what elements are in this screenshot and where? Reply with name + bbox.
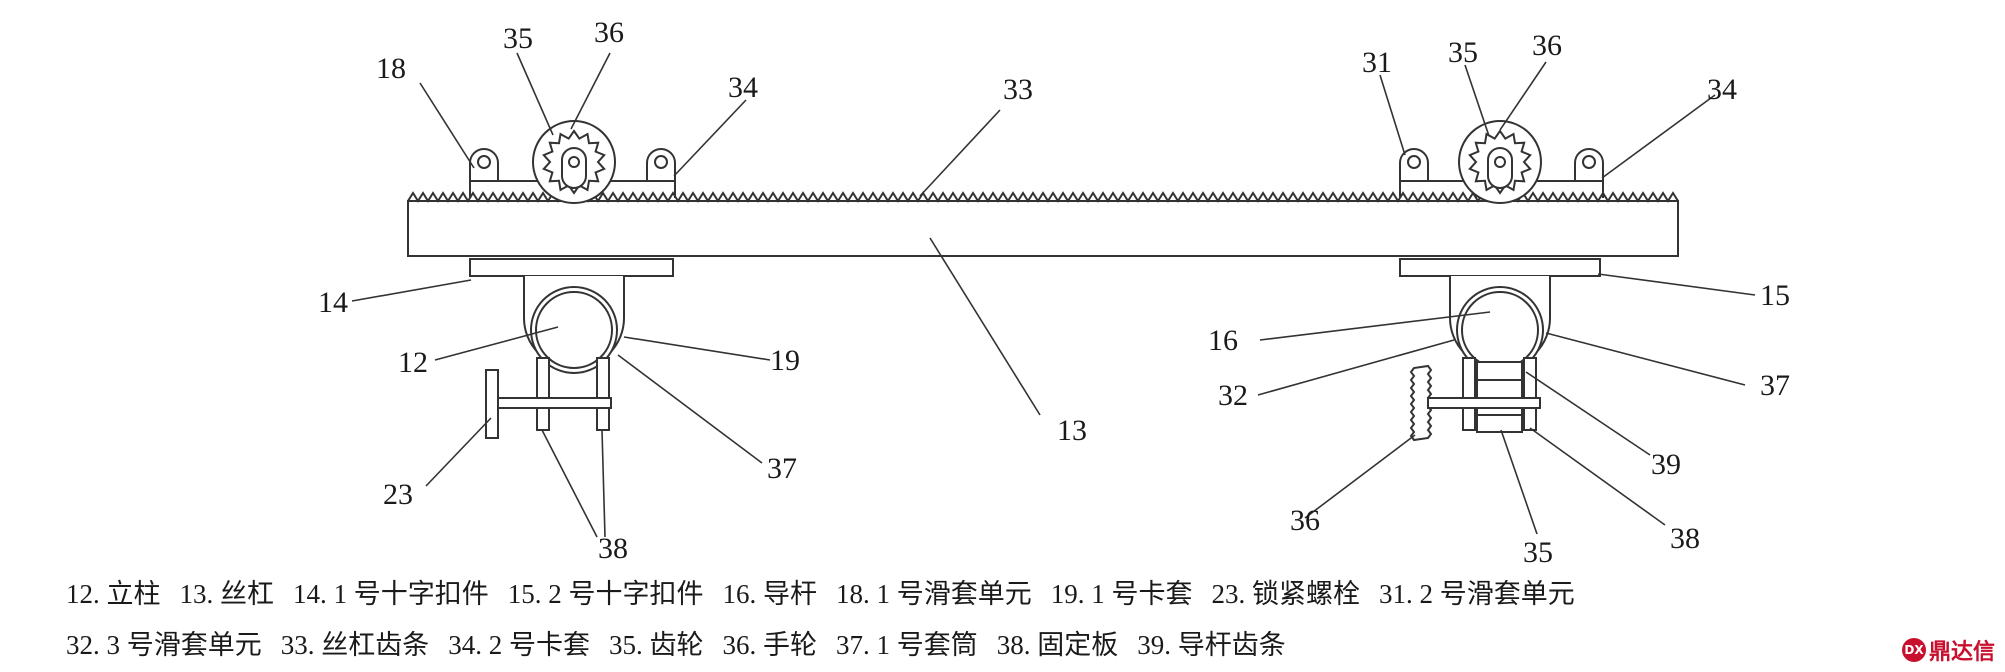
- callout-31: 31: [1362, 46, 1392, 79]
- callout-12: 12: [398, 346, 428, 379]
- callout-34: 34: [1707, 73, 1737, 106]
- callout-35: 35: [503, 22, 533, 55]
- fixing-plate: [596, 357, 610, 431]
- legend-item: 13. 丝杠: [179, 579, 275, 609]
- cross-fastener-1: [469, 258, 674, 277]
- left-slider-unit: [469, 120, 676, 439]
- locking-bolt-handle: [485, 369, 499, 439]
- watermark-logo: DX: [1901, 638, 1926, 662]
- legend-row-2: 32. 3 号滑套单元 33. 丝杠齿条 34. 2 号卡套 35. 齿轮 36. 手轮…: [66, 623, 1305, 662]
- legend-item: 36. 手轮: [722, 630, 818, 660]
- callout-35: 35: [1448, 36, 1478, 69]
- legend-item: 14. 1 号十字扣件: [293, 579, 489, 609]
- callout-34: 34: [728, 71, 758, 104]
- legend-item: 38. 固定板: [996, 630, 1119, 660]
- callout-numbers: 18 35 36 34 33 31 35 36 34 15 14 16 12 1…: [318, 16, 1790, 569]
- legend-item: 19. 1 号卡套: [1050, 579, 1193, 609]
- callout-23: 23: [383, 478, 413, 511]
- legend-item: 12. 立柱: [66, 579, 161, 609]
- lead-screw-beam: [407, 191, 1679, 257]
- legend-item: 31. 2 号滑套单元: [1379, 579, 1575, 609]
- right-slider-unit: [1399, 120, 1604, 442]
- legend-item: 37. 1 号套筒: [836, 630, 978, 660]
- legend-item: 15. 2 号十字扣件: [507, 579, 704, 609]
- fixing-plate: [536, 357, 550, 431]
- callout-36: 36: [1532, 29, 1562, 62]
- legend-row-1: 12. 立柱 13. 丝杠 14. 1 号十字扣件 15. 2 号十字扣件 16. 导杆…: [66, 572, 1594, 611]
- fixing-plate: [1462, 357, 1476, 431]
- callout-13: 13: [1057, 414, 1087, 447]
- watermark-text: 鼎达信: [1928, 640, 1995, 665]
- callout-35: 35: [1523, 536, 1553, 569]
- callout-14: 14: [318, 286, 348, 319]
- leader-lines: [351, 52, 1756, 538]
- callout-36: 36: [1290, 504, 1320, 537]
- callout-37: 37: [1760, 369, 1790, 402]
- legend-item: 35. 齿轮: [609, 630, 704, 660]
- callout-38: 38: [1670, 522, 1700, 555]
- callout-19: 19: [770, 344, 800, 377]
- callout-15: 15: [1760, 279, 1790, 312]
- legend-item: 23. 锁紧螺栓: [1211, 579, 1361, 609]
- callout-33: 33: [1003, 73, 1033, 106]
- callout-36: 36: [594, 16, 624, 49]
- callout-18: 18: [376, 52, 406, 85]
- cross-fastener-2: [1399, 258, 1601, 277]
- fixing-plate: [1523, 357, 1537, 431]
- legend-item: 33. 丝杠齿条: [280, 630, 430, 660]
- legend-item: 39. 导杆齿条: [1137, 630, 1286, 660]
- legend-item: 32. 3 号滑套单元: [66, 630, 262, 660]
- legend-item: 16. 导杆: [722, 579, 818, 609]
- callout-16: 16: [1208, 324, 1238, 357]
- legend-item: 18. 1 号滑套单元: [836, 579, 1032, 609]
- watermark: DX 鼎达信: [1901, 634, 1995, 666]
- lead-screw-rack: [407, 191, 1679, 203]
- callout-32: 32: [1218, 379, 1248, 412]
- callout-39: 39: [1651, 448, 1681, 481]
- side-handwheel: [1409, 364, 1433, 442]
- legend-item: 34. 2 号卡套: [448, 630, 590, 660]
- callout-37: 37: [767, 452, 797, 485]
- callout-38: 38: [598, 532, 628, 565]
- locking-bolt: [497, 397, 612, 409]
